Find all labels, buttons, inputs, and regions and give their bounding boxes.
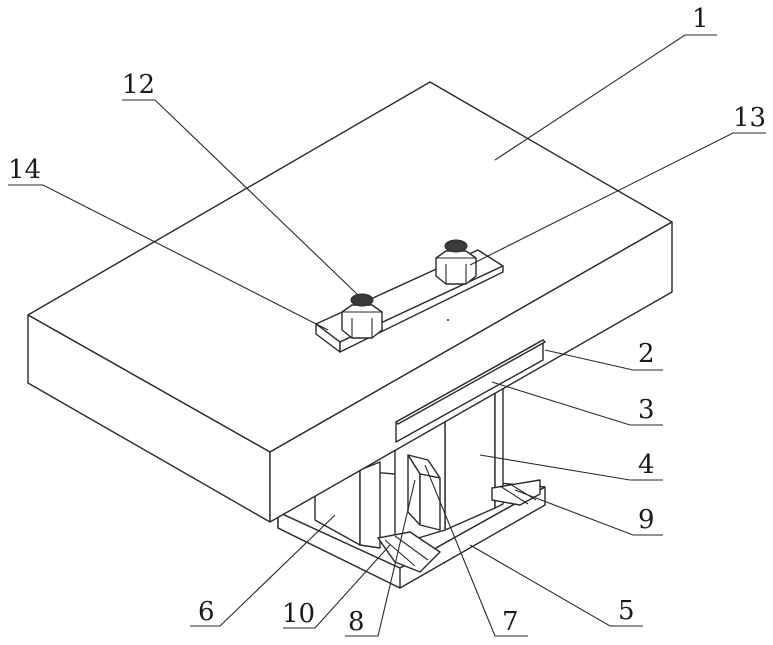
- label-14: 14: [8, 155, 41, 185]
- center-mark: [447, 319, 449, 321]
- label-10: 10: [282, 599, 315, 629]
- label-2: 2: [638, 339, 655, 369]
- label-1: 1: [692, 4, 709, 34]
- label-8: 8: [348, 607, 365, 637]
- label-7: 7: [502, 607, 519, 637]
- label-6: 6: [198, 597, 215, 627]
- label-3: 3: [638, 395, 655, 425]
- label-12: 12: [122, 70, 155, 100]
- label-5: 5: [618, 596, 635, 626]
- main-block-1: [28, 82, 672, 522]
- label-13: 13: [733, 103, 766, 133]
- label-9: 9: [638, 505, 655, 535]
- leader-4: [480, 455, 663, 480]
- label-4: 4: [638, 450, 655, 480]
